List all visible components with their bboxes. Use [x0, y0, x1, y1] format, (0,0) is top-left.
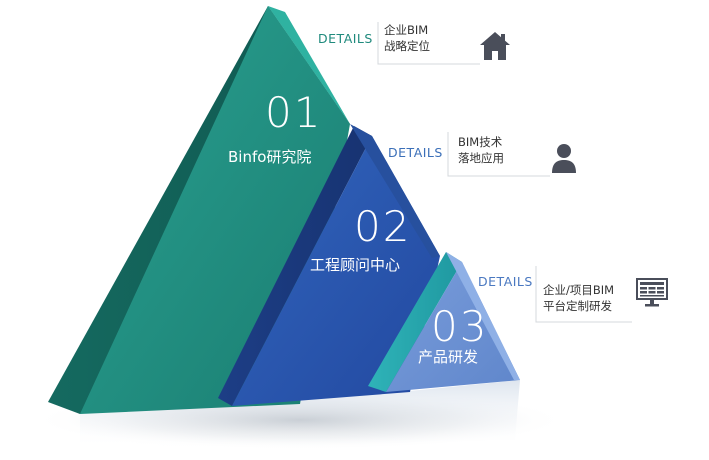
callout-3-line-1: 企业/项目BIM [543, 283, 615, 297]
callout-1-line-1: 企业BIM [384, 23, 429, 37]
level-2-number: 02 [354, 202, 412, 251]
user-icon [552, 144, 576, 173]
level-2-ridge [350, 124, 440, 258]
level-1-ridge [268, 6, 350, 124]
level-2-front-face [232, 136, 440, 406]
level-2-title: 工程顾问中心 [310, 256, 401, 274]
details-link-2[interactable]: DETAILS [388, 145, 443, 160]
level-3-left-face [368, 252, 462, 392]
pyramid-level-2 [218, 124, 440, 406]
callout-2-line-2: 落地应用 [458, 151, 504, 165]
callout-3-line-2: 平台定制研发 [543, 299, 612, 313]
details-link-1[interactable]: DETAILS [318, 31, 373, 46]
details-link-3[interactable]: DETAILS [478, 274, 533, 289]
floor-reflection [80, 380, 520, 450]
level-3-number: 03 [431, 302, 489, 351]
level-3-title: 产品研发 [418, 348, 479, 366]
monitor-icon [636, 278, 668, 307]
callout-box-1-border [377, 22, 480, 65]
callout-box-2-border [447, 132, 550, 177]
level-1-number: 01 [265, 88, 323, 137]
callout-1-line-2: 战略定位 [384, 39, 430, 53]
callout-boxes [377, 22, 632, 323]
level-1-title: Binfo研究院 [228, 148, 312, 166]
callout-box-3: 企业/项目BIM 平台定制研发 [543, 282, 614, 314]
callout-box-1: 企业BIM 战略定位 [384, 22, 430, 54]
pyramid-level-3 [368, 252, 520, 392]
house-icon [480, 32, 510, 60]
level-3-front-face [386, 262, 520, 392]
callout-2-line-1: BIM技术 [458, 135, 503, 149]
callout-box-3-border [535, 266, 632, 323]
level-3-ridge [446, 252, 520, 380]
callout-box-2: BIM技术 落地应用 [458, 134, 504, 166]
level-2-left-face [218, 126, 372, 406]
